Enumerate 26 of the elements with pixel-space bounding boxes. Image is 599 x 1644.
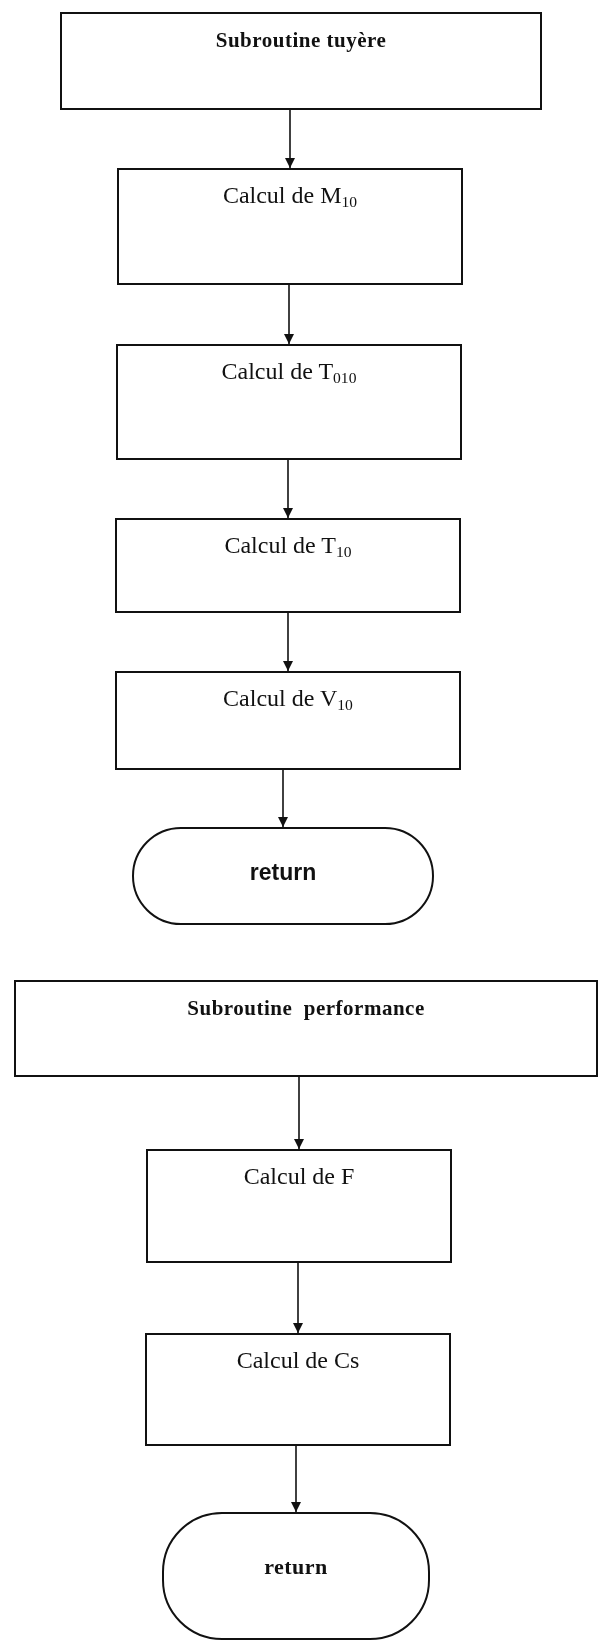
arrow [293,1262,303,1334]
node-label: Calcul de T$_{010}$ [221,358,357,387]
arrow [283,459,293,519]
node-label: return [264,1554,328,1580]
node-label: Calcul de V$_{10}$ [223,685,353,714]
arrow [283,612,293,672]
node-label: Calcul de Cs [236,1347,360,1374]
arrow [278,769,288,828]
node-label: Subroutine performance [187,996,425,1021]
process-box [115,518,461,613]
node-label: Calcul de M$_{10}$ [222,182,358,211]
node-label: Subroutine tuyère [215,28,387,53]
process-box [116,344,462,460]
arrow [285,109,295,169]
node-label: Calcul de T$_{10}$ [224,532,352,561]
arrow [294,1076,304,1150]
node-label: Calcul de F [243,1163,355,1190]
arrow [291,1445,301,1513]
subroutine-header-box [60,12,542,110]
subroutine-header-box [14,980,598,1077]
process-box [145,1333,451,1446]
process-box [117,168,463,285]
node-label: return [249,859,317,886]
process-box [146,1149,452,1263]
process-box [115,671,461,770]
arrow [284,284,294,345]
